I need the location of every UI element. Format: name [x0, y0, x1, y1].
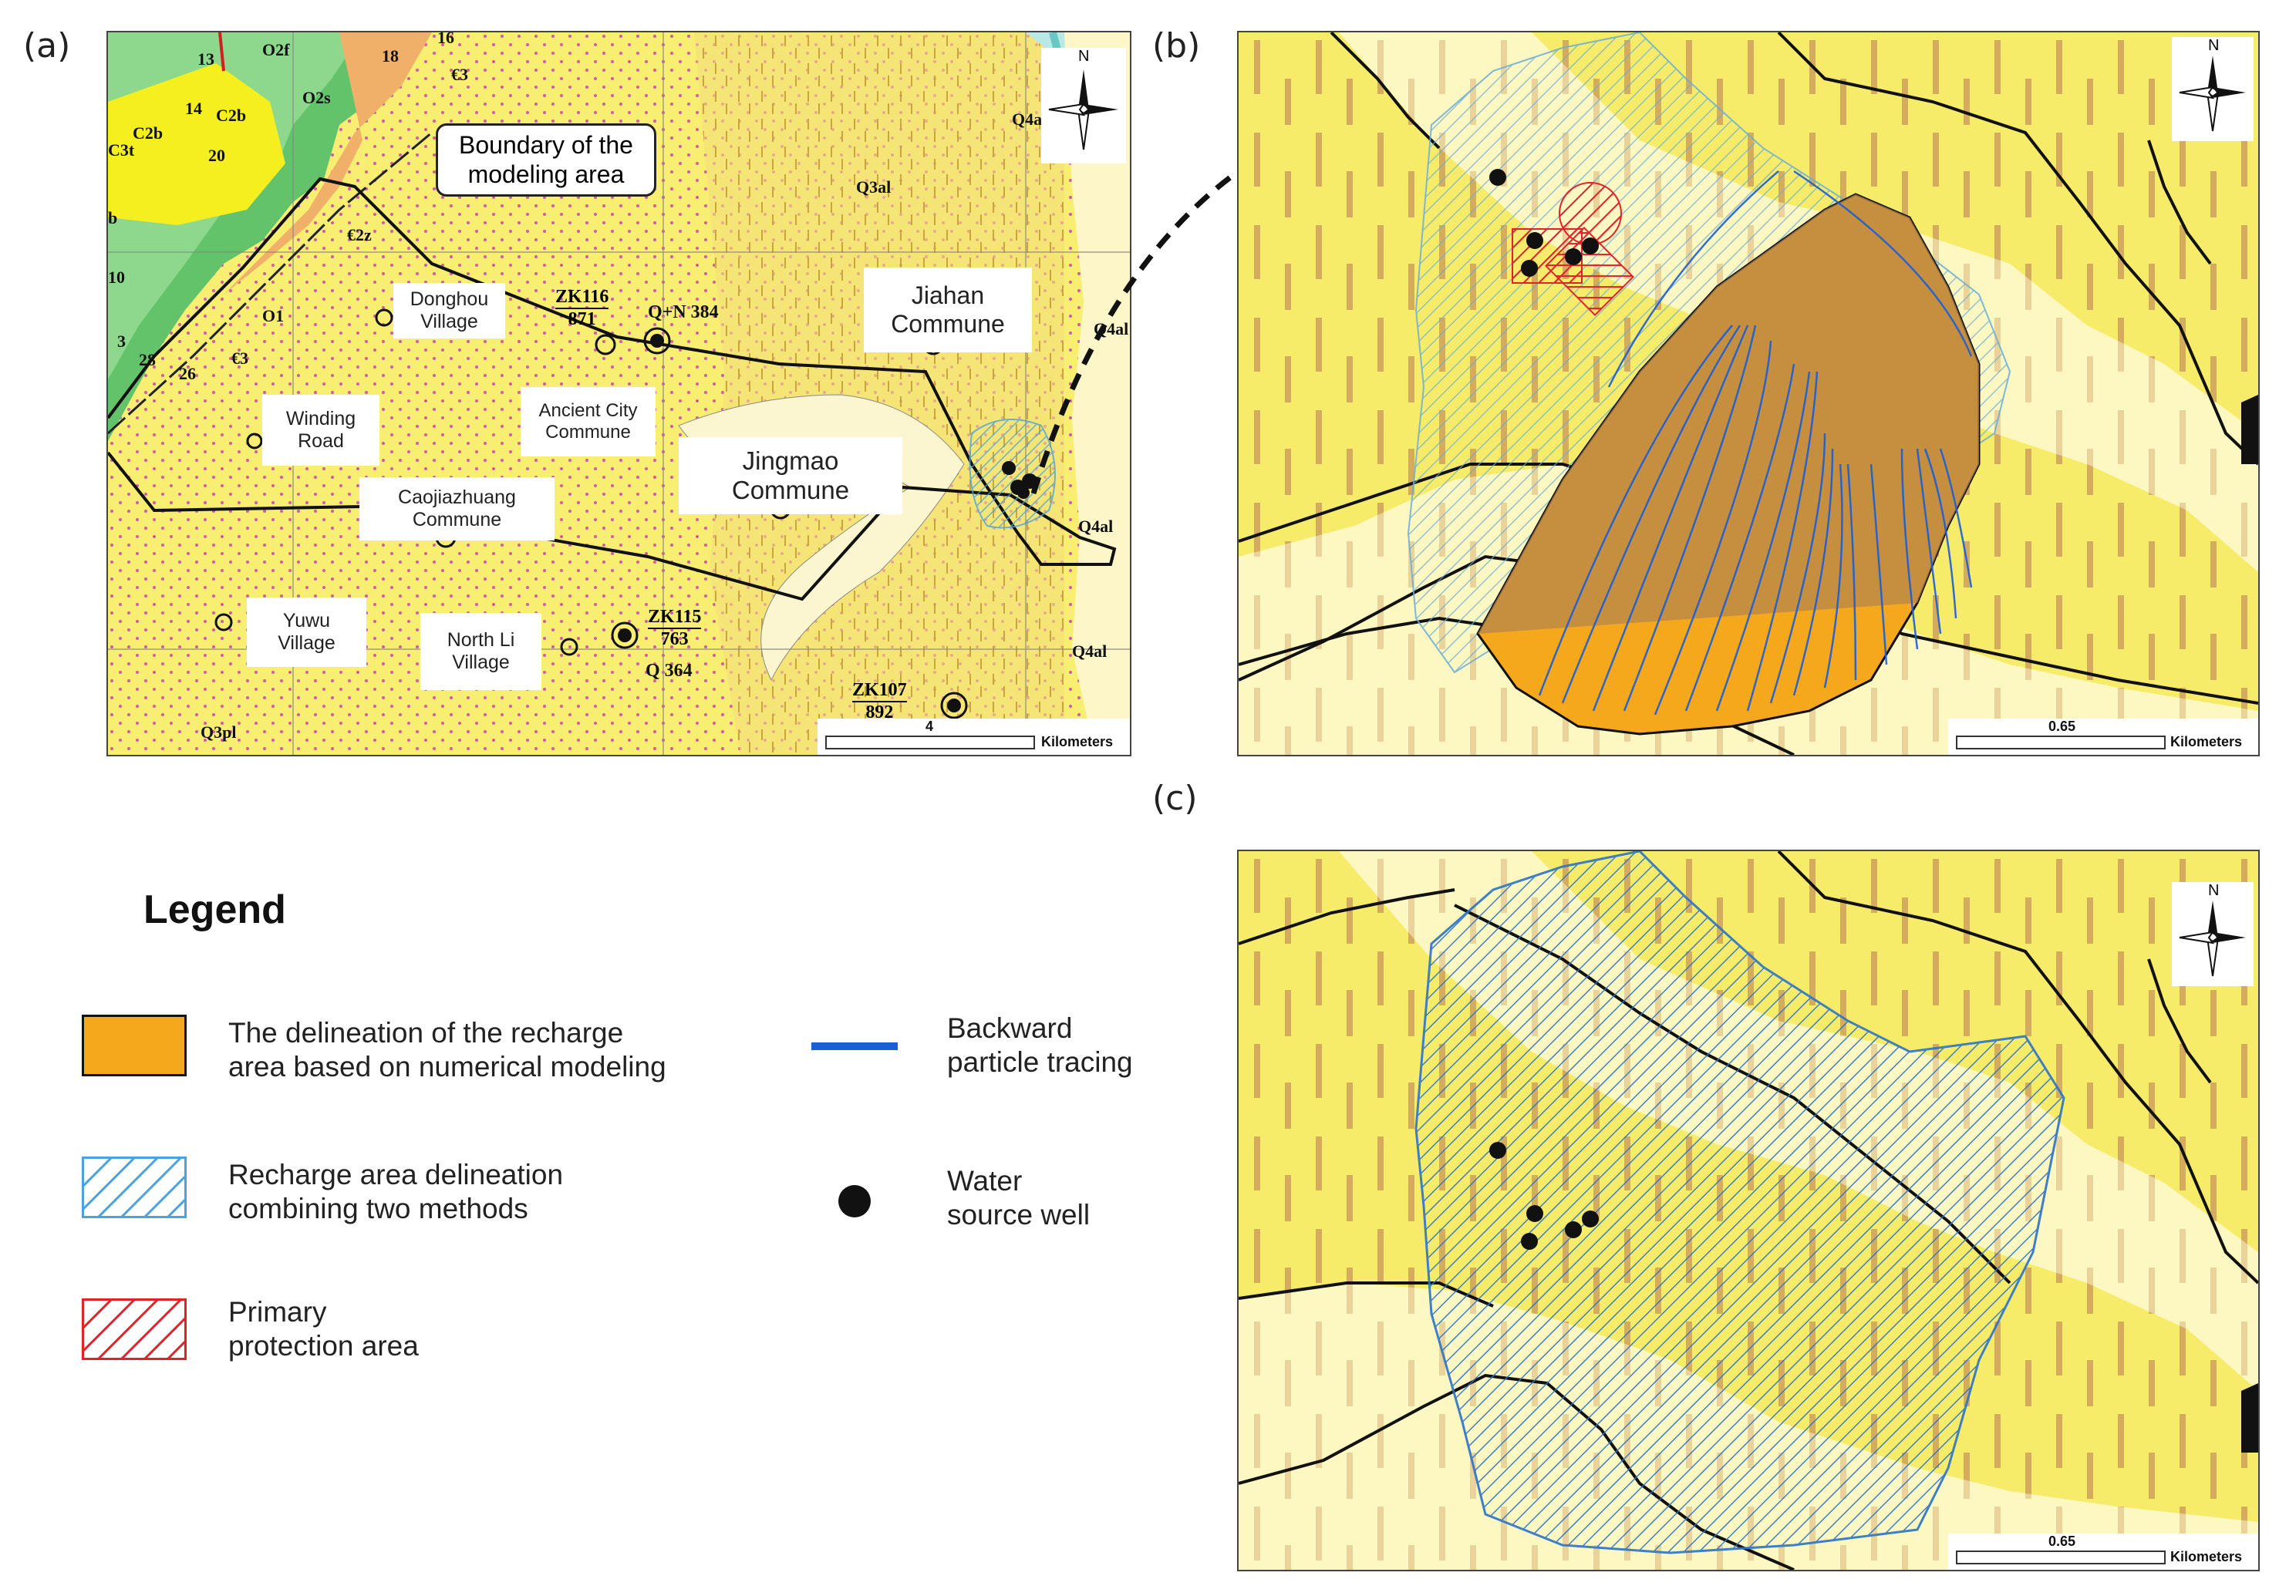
- scale-unit: Kilometers: [2170, 734, 2243, 749]
- north-arrow: N: [2172, 37, 2254, 141]
- borehole-id: ZK107: [852, 680, 907, 702]
- scale-bar-a: 4 Kilometers: [818, 719, 1130, 755]
- scale-bar-b: 0.65 Kilometers: [1948, 719, 2258, 755]
- geo-label: C2b: [133, 123, 164, 143]
- north-arrow: N: [1041, 48, 1126, 163]
- geo-label: 20: [208, 146, 225, 165]
- geo-label: b: [108, 208, 118, 227]
- geo-label: O1: [262, 306, 285, 325]
- geo-label: €3: [231, 348, 248, 368]
- legend-swatch-primary: [82, 1298, 187, 1360]
- geo-label: Q4al: [1078, 517, 1114, 536]
- geo-label: O2s: [302, 88, 331, 107]
- geo-label: 28: [139, 350, 156, 369]
- geo-label: 26: [179, 364, 196, 383]
- model-boundary-callout: Boundary of the modeling area: [436, 123, 656, 197]
- compass-rose-icon: [2179, 56, 2246, 132]
- legend-text-recharge: The delineation of the recharge area bas…: [228, 1017, 666, 1083]
- scale-bar-graphic: [825, 736, 1035, 749]
- geo-label: C2b: [216, 106, 247, 125]
- place-label-north-li: North Li Village: [420, 613, 541, 690]
- north-arrow: N: [2172, 882, 2254, 986]
- borehole-id: ZK115: [648, 607, 702, 629]
- scale-unit: Kilometers: [2170, 1549, 2243, 1564]
- legend-swatch-backward-tracing: [811, 1042, 898, 1050]
- geo-label: €3: [451, 65, 468, 84]
- geo-label: 18: [382, 46, 399, 66]
- place-label-winding-road: Winding Road: [262, 395, 379, 466]
- borehole-note: Q+N 384: [648, 302, 719, 322]
- legend-text-backward-tracing: Backward particle tracing: [947, 1012, 1133, 1079]
- geo-label: 14: [185, 99, 202, 118]
- scale-value: 4: [925, 719, 934, 734]
- map-b: N 0.65 Kilometers: [1237, 31, 2260, 756]
- borehole-note: Q 364: [646, 661, 693, 681]
- map-c-combined: [1239, 851, 2258, 1570]
- panel-label-b: (b): [1152, 26, 1201, 66]
- legend-title: Legend: [143, 887, 286, 932]
- borehole-zk115: ZK115 763: [648, 607, 702, 650]
- north-label: N: [2208, 37, 2220, 54]
- place-label-jiahan: Jiahan Commune: [864, 268, 1032, 352]
- scale-value: 0.65: [2048, 719, 2076, 734]
- geo-label: Q3al: [856, 177, 892, 197]
- place-label-ancient-city: Ancient City Commune: [521, 387, 656, 456]
- place-label-donghou: Donghou Village: [393, 283, 505, 338]
- scale-bar-graphic: [1956, 1551, 2166, 1564]
- geo-label: €2z: [347, 225, 372, 244]
- panel-label-c: (c): [1152, 779, 1198, 818]
- compass-rose-icon: [1048, 69, 1118, 150]
- geo-label: 10: [108, 268, 125, 287]
- scale-unit: Kilometers: [1041, 734, 1114, 749]
- legend-text-primary: Primary protection area: [228, 1296, 419, 1362]
- geo-label: Q4al: [1072, 641, 1108, 661]
- legend-text-combined: Recharge area delineation combining two …: [228, 1159, 564, 1225]
- borehole-id: ZK116: [555, 287, 609, 309]
- legend-text-well: Water source well: [947, 1165, 1091, 1231]
- scale-value: 0.65: [2048, 1534, 2076, 1549]
- place-label-caojiazhuang: Caojiazhuang Commune: [359, 477, 555, 540]
- compass-rose-icon: [2179, 901, 2246, 977]
- panel-label-a: (a): [23, 26, 71, 66]
- place-label-yuwu: Yuwu Village: [247, 598, 366, 667]
- geo-label: 3: [117, 332, 126, 351]
- borehole-zk107: ZK107 892: [852, 680, 907, 723]
- geo-label: Q3pl: [201, 722, 237, 742]
- scale-bar-graphic: [1956, 736, 2166, 749]
- north-label: N: [1078, 48, 1090, 65]
- legend-swatch-recharge: [82, 1015, 187, 1076]
- legend-swatch-combined: [82, 1157, 187, 1218]
- geo-label: C3t: [108, 140, 135, 160]
- map-c: N 0.65 Kilometers: [1237, 850, 2260, 1571]
- borehole-depth: 871: [568, 309, 596, 329]
- legend-swatch-well: [838, 1185, 871, 1217]
- borehole-zk116: ZK116 871: [555, 287, 609, 330]
- geo-label: O2f: [262, 40, 290, 59]
- north-label: N: [2208, 882, 2220, 899]
- geo-label: Q4al: [1012, 109, 1047, 129]
- place-label-jingmao: Jingmao Commune: [679, 437, 902, 514]
- scale-bar-c: 0.65 Kilometers: [1948, 1534, 2258, 1570]
- map-b-recharge: [1239, 32, 2258, 755]
- borehole-depth: 763: [660, 629, 689, 649]
- map-a: 13 O2f 18 16 €3 O2s 14 C2b C3t C2b 20 b …: [106, 31, 1131, 756]
- geo-label: 16: [437, 31, 454, 47]
- geo-label: 13: [197, 49, 214, 69]
